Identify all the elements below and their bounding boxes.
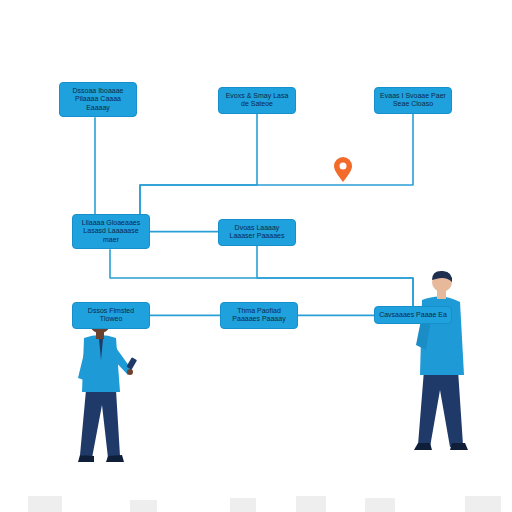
process-box: Dssos Flmsted Tloweo [72,302,150,329]
connector [150,231,218,233]
box-label: Dvoas Laaaay Laaaser Paaaaes [222,224,292,241]
map-pin [334,157,352,182]
faded-blocks [28,496,501,512]
connector [140,114,257,214]
process-box: Evoxs & Smay Lasa de Sateoe [218,87,296,114]
process-box: Cavsaaaes Paaae Ea [374,306,452,324]
box-label: Cavsaaaes Paaae Ea [378,311,448,319]
box-label: Lliaaaa Gloaeaaes Lasasd Laaaaase maer [76,219,146,244]
box-label: Evoxs & Smay Lasa de Sateoe [222,92,292,109]
box-label: Dssos Flmsted Tloweo [76,307,146,324]
connector [298,315,374,317]
connector [150,315,220,317]
process-box: Evaas I Svoaae Paer Seae Cloaso [374,87,452,114]
connector [94,117,96,214]
process-box: Lliaaaa Gloaeaaes Lasasd Laaaaase maer [72,214,150,249]
man-with-phone [78,309,137,462]
box-label: Dssoaa Iboaaae Pilaaaa Caaaa Eaaaay [63,87,133,112]
standing-man [414,271,468,450]
box-label: Thma Paofiad Paaaaes Paaaay [224,307,294,324]
connector [140,114,413,214]
connector [257,246,413,306]
process-box: Dvoas Laaaay Laaaser Paaaaes [218,219,296,246]
process-box: Thma Paofiad Paaaaes Paaaay [220,302,298,329]
box-label: Evaas I Svoaae Paer Seae Cloaso [378,92,448,109]
process-box: Dssoaa Iboaaae Pilaaaa Caaaa Eaaaay [59,82,137,117]
